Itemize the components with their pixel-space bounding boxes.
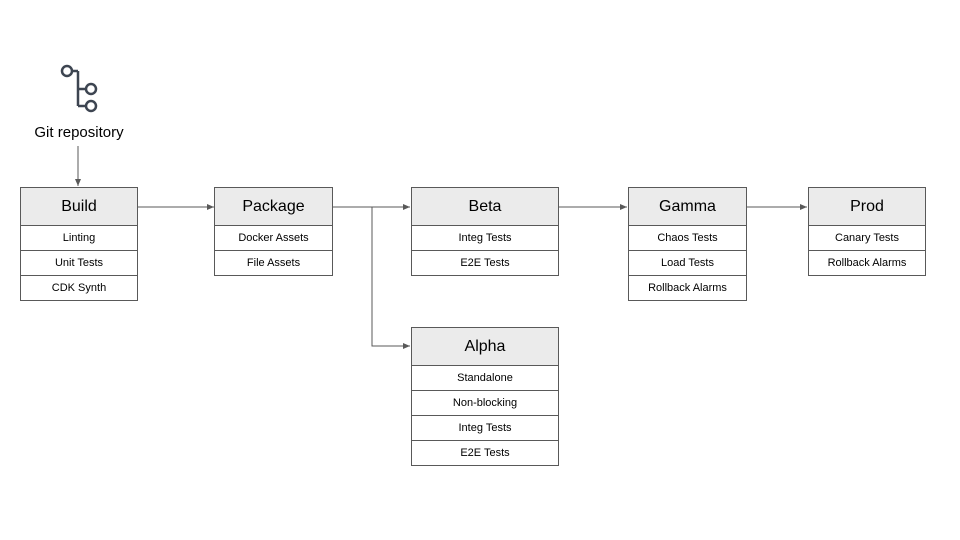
stage-alpha-item: E2E Tests [411, 441, 559, 466]
stage-gamma-item: Load Tests [628, 251, 747, 276]
stage-beta-item: Integ Tests [411, 226, 559, 251]
stage-alpha-item: Non-blocking [411, 391, 559, 416]
stage-beta-title: Beta [411, 187, 559, 226]
stage-package-item: Docker Assets [214, 226, 333, 251]
stage-alpha-title: Alpha [411, 327, 559, 366]
stage-gamma-item: Rollback Alarms [628, 276, 747, 301]
stage-alpha-item: Standalone [411, 366, 559, 391]
stage-package-title: Package [214, 187, 333, 226]
stage-package: Package Docker Assets File Assets [214, 187, 333, 276]
stage-prod-title: Prod [808, 187, 926, 226]
stage-gamma-item: Chaos Tests [628, 226, 747, 251]
stage-prod-item: Canary Tests [808, 226, 926, 251]
stage-prod-item: Rollback Alarms [808, 251, 926, 276]
stage-gamma-title: Gamma [628, 187, 747, 226]
git-branch-icon [60, 64, 98, 113]
repo-label: Git repository [34, 124, 124, 141]
stage-prod: Prod Canary Tests Rollback Alarms [808, 187, 926, 276]
stage-beta-item: E2E Tests [411, 251, 559, 276]
stage-gamma: Gamma Chaos Tests Load Tests Rollback Al… [628, 187, 747, 301]
stage-build-item: Linting [20, 226, 138, 251]
stage-build-item: Unit Tests [20, 251, 138, 276]
arrow-package-to-alpha [371, 207, 410, 349]
stage-build-title: Build [20, 187, 138, 226]
stage-build-item: CDK Synth [20, 276, 138, 301]
stage-alpha: Alpha Standalone Non-blocking Integ Test… [411, 327, 559, 466]
stage-beta: Beta Integ Tests E2E Tests [411, 187, 559, 276]
stage-alpha-item: Integ Tests [411, 416, 559, 441]
stage-package-item: File Assets [214, 251, 333, 276]
stage-build: Build Linting Unit Tests CDK Synth [20, 187, 138, 301]
